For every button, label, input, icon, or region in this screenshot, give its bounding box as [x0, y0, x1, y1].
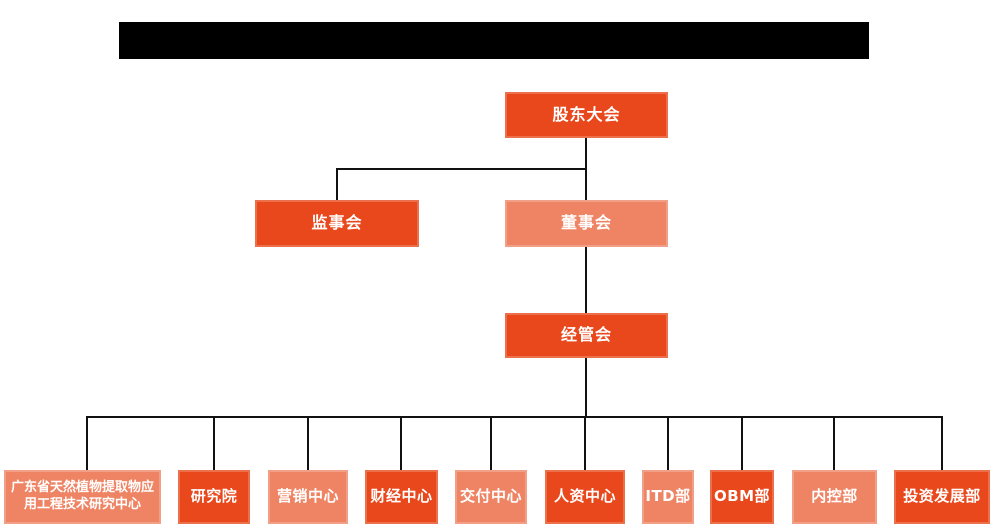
connector-level2-horizontal	[336, 168, 587, 170]
connector-drop-internal-control	[833, 416, 835, 470]
connector-drop-marketing-center	[307, 416, 309, 470]
node-supervisory-board: 监事会	[255, 200, 419, 247]
node-delivery-center: 交付中心	[455, 470, 527, 524]
connector-board-to-management	[585, 247, 587, 313]
node-research-institute: 研究院	[178, 470, 250, 524]
connector-drop-finance-center	[400, 416, 402, 470]
redacted-title-bar	[119, 22, 869, 59]
node-internal-control-dept: 内控部	[792, 470, 877, 524]
connector-drop-hr-center	[584, 416, 586, 470]
connector-drop-investment-dev	[941, 416, 943, 470]
node-finance-center: 财经中心	[365, 470, 438, 524]
node-investment-development-dept: 投资发展部	[894, 470, 990, 524]
connector-drop-research-center	[86, 416, 88, 470]
connector-drop-delivery-center	[490, 416, 492, 470]
node-itd-dept: ITD部	[642, 470, 694, 524]
node-research-center: 广东省天然植物提取物应用工程技术研究中心	[4, 470, 161, 524]
connector-drop-research-institute	[213, 416, 215, 470]
node-obm-dept: OBM部	[710, 470, 774, 524]
node-management-committee: 经管会	[505, 313, 668, 358]
node-marketing-center: 营销中心	[268, 470, 348, 524]
node-shareholders-meeting: 股东大会	[505, 92, 668, 138]
connector-drop-itd-dept	[667, 416, 669, 470]
connector-supervisory-drop	[336, 168, 338, 200]
connector-departments-rail	[86, 416, 943, 418]
connector-management-down	[585, 358, 587, 417]
node-hr-center: 人资中心	[545, 470, 625, 524]
node-board-of-directors: 董事会	[505, 200, 668, 247]
connector-drop-obm-dept	[741, 416, 743, 470]
